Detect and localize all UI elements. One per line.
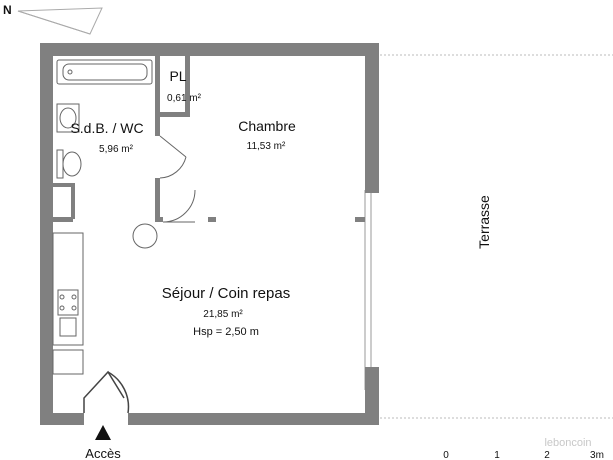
- room-area-pl: 0,61 m²: [167, 93, 202, 104]
- compass-label: N: [3, 3, 12, 17]
- entrance-door-icon: [83, 370, 130, 414]
- exterior-walls: [40, 43, 379, 425]
- bathroom-door-icon: [159, 135, 187, 179]
- scale-tick-0: 0: [443, 450, 449, 460]
- watermark-logo: leboncoin: [544, 437, 591, 449]
- scale-bar: 0 1 2 3m: [443, 450, 604, 460]
- toilet-icon: [56, 149, 82, 179]
- scale-tick-1: 1: [494, 450, 500, 460]
- room-name-pl: PL: [169, 68, 186, 84]
- room-name-chambre: Chambre: [238, 118, 296, 134]
- bathtub-icon: [56, 59, 153, 85]
- room-area-sdb: 5,96 m²: [99, 144, 134, 155]
- room-area-sejour: 21,85 m²: [203, 309, 243, 320]
- interior-walls: [53, 56, 365, 222]
- bedroom-door-icon: [162, 189, 196, 223]
- kitchen-counter-icon: [52, 232, 84, 346]
- closet-icon: [52, 349, 84, 375]
- entrance-label: Accès: [85, 446, 121, 460]
- sink-icon: [56, 103, 80, 133]
- room-name-sejour: Séjour / Coin repas: [162, 285, 290, 302]
- room-height-sejour: Hsp = 2,50 m: [193, 326, 259, 338]
- scale-tick-2: 2: [544, 450, 550, 460]
- room-name-terrasse: Terrasse: [476, 195, 492, 249]
- terrace-area: [364, 54, 613, 419]
- room-area-chambre: 11,53 m²: [247, 141, 286, 152]
- north-arrow-icon: N: [3, 3, 103, 35]
- wardrobe-icon: [132, 223, 158, 249]
- scale-tick-3m: 3m: [590, 450, 604, 460]
- room-name-sdb: S.d.B. / WC: [70, 120, 143, 136]
- entrance-arrow-icon: [95, 425, 111, 440]
